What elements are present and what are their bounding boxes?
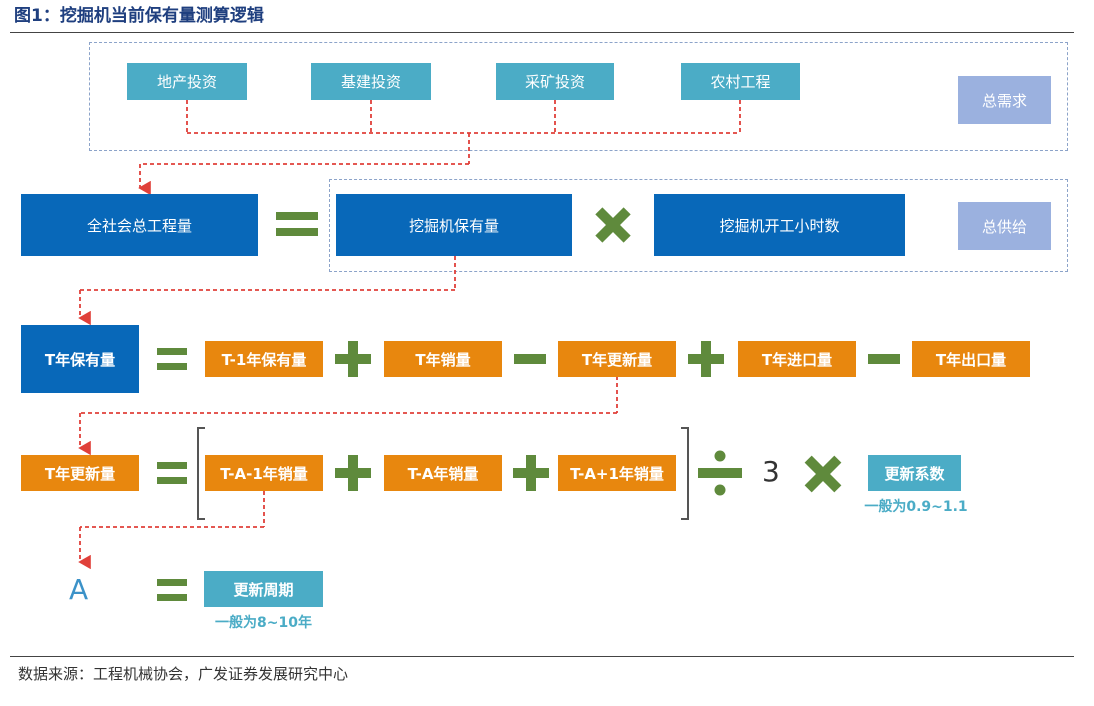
t-renewal-box: T年更新量 xyxy=(558,341,676,377)
t-a-sales-box: T-A年销量 xyxy=(384,455,502,491)
minus-icon xyxy=(868,341,900,377)
top-rule xyxy=(10,32,1074,33)
source-note: 数据来源：工程机械协会，广发证券发展研究中心 xyxy=(18,665,349,683)
demand-item-rural: 农村工程 xyxy=(681,63,800,100)
minus-icon xyxy=(514,341,546,377)
brackets xyxy=(197,427,689,520)
demand-frame xyxy=(89,42,1068,151)
multiply-icon xyxy=(801,452,845,496)
t-a-plus-1-sales-box: T-A+1年销量 xyxy=(558,455,676,491)
plus-icon xyxy=(688,341,724,377)
divisor-value: 3 xyxy=(762,455,780,488)
renewal-period-note: 一般为8~10年 xyxy=(215,615,312,631)
renewal-coef-note: 一般为0.9~1.1 xyxy=(864,499,968,515)
equals-icon xyxy=(157,344,187,374)
total-demand-label: 总需求 xyxy=(958,76,1051,124)
renewal-period-box: 更新周期 xyxy=(204,571,323,607)
excavator-stock-box: 挖掘机保有量 xyxy=(336,194,572,256)
t-export-box: T年出口量 xyxy=(912,341,1030,377)
equals-icon xyxy=(276,208,318,240)
figure-title: 图1：挖掘机当前保有量测算逻辑 xyxy=(14,6,264,26)
t-a-minus-1-sales-box: T-A-1年销量 xyxy=(205,455,323,491)
t-renewal-lhs-box: T年更新量 xyxy=(21,455,139,491)
t-import-box: T年进口量 xyxy=(738,341,856,377)
multiply-icon xyxy=(592,204,634,246)
t-minus-1-stock-box: T-1年保有量 xyxy=(205,341,323,377)
plus-icon xyxy=(335,455,371,491)
supply-frame xyxy=(329,179,1068,272)
equals-icon xyxy=(157,575,187,605)
bottom-rule xyxy=(10,656,1074,657)
total-supply-label: 总供给 xyxy=(958,202,1051,250)
total-workload-box: 全社会总工程量 xyxy=(21,194,258,256)
demand-item-infrastructure: 基建投资 xyxy=(311,63,431,100)
plus-icon xyxy=(335,341,371,377)
divide-icon xyxy=(698,450,742,496)
period-symbol: A xyxy=(69,573,89,606)
renewal-coef-box: 更新系数 xyxy=(868,455,961,491)
demand-item-mining: 采矿投资 xyxy=(496,63,614,100)
equals-icon xyxy=(157,458,187,488)
plus-icon xyxy=(513,455,549,491)
t-stock-box: T年保有量 xyxy=(21,325,139,393)
t-sales-box: T年销量 xyxy=(384,341,502,377)
working-hours-box: 挖掘机开工小时数 xyxy=(654,194,905,256)
demand-item-real-estate: 地产投资 xyxy=(127,63,247,100)
